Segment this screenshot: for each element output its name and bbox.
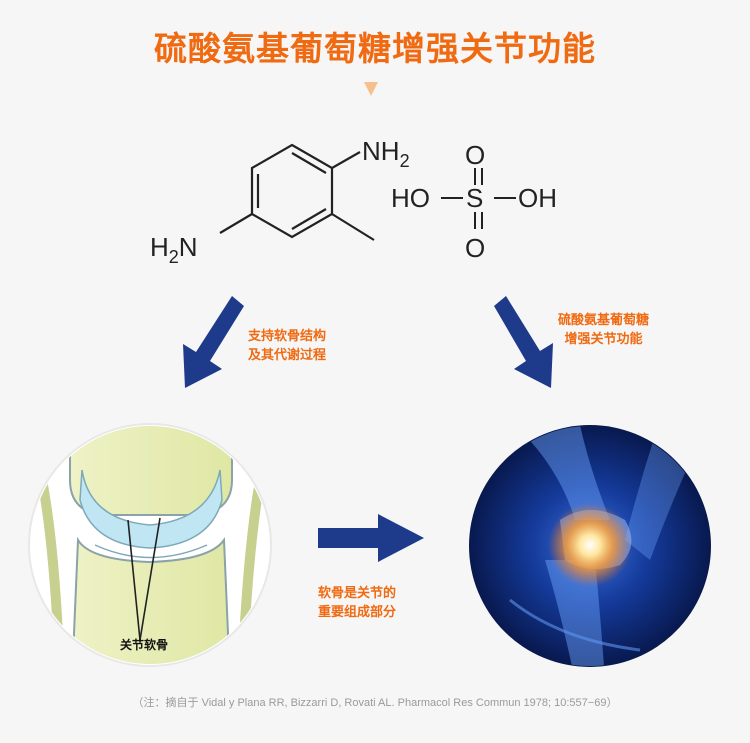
source-citation: （注：摘自于 Vidal y Plana RR, Bizzarri D, Rov… [132,697,618,709]
down-triangle-icon [364,82,378,96]
arrow-right-icon [318,514,424,562]
caption-right: 硫酸氨基葡萄糖 增强关节功能 [558,313,650,347]
sulfate-o-top: O [465,140,485,170]
caption-left: 支持软骨结构 及其代谢过程 [248,329,327,363]
arrow-down-left-icon [183,296,244,388]
sulfate-structure [441,168,516,229]
page-title: 硫酸氨基葡萄糖增强关节功能 [154,29,596,68]
caption-middle: 软骨是关节的 重要组成部分 [318,586,397,620]
cartilage-label: 关节软骨 [120,637,168,652]
amine-top-label: NH2 [362,136,410,171]
sulfate-oh-right: OH [518,183,557,213]
amine-left-label: H2N [150,232,198,267]
benzene-structure [219,143,375,241]
arrow-down-right-icon [494,296,553,388]
cartilage-illustration: 关节软骨 [28,423,272,667]
sulfate-ho-left: HO [391,183,430,213]
sulfate-o-bottom: O [465,233,485,263]
sulfate-s: S [466,183,483,213]
knee-joint-illustration [469,425,711,667]
